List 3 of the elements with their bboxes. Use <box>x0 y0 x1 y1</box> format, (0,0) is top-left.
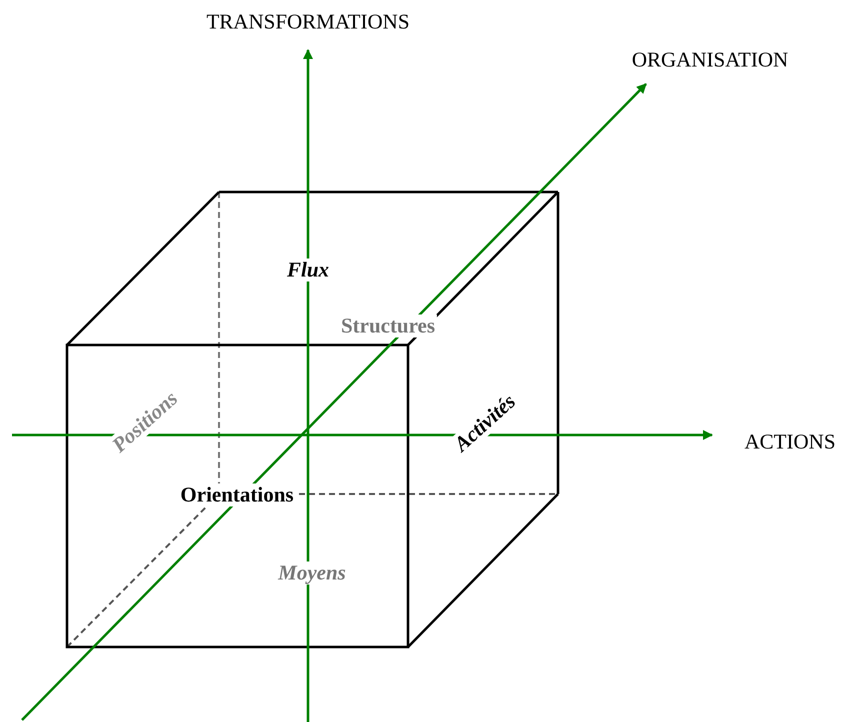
face-label: Flux <box>284 258 332 282</box>
face-label: Moyens <box>276 562 348 584</box>
face-label: Orientations <box>178 484 296 506</box>
